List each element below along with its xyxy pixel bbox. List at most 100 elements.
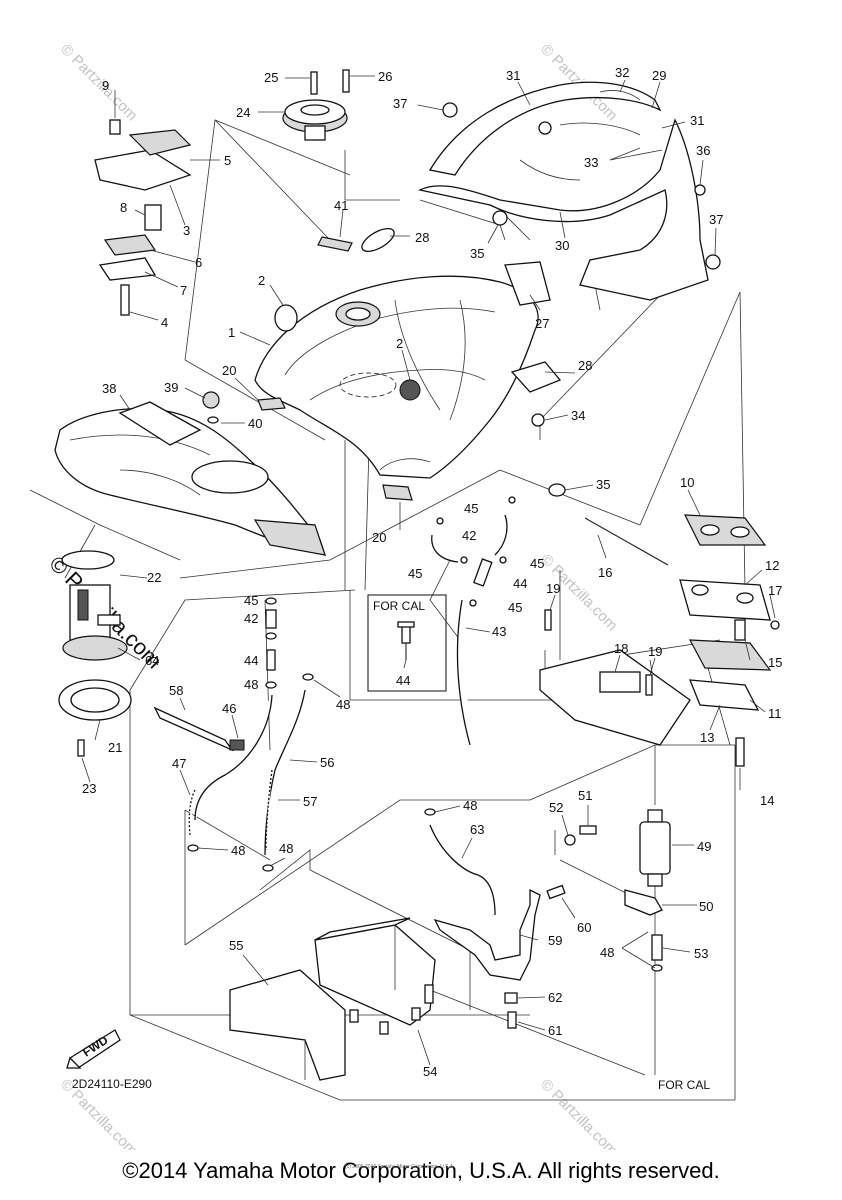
callout-34: 34 — [571, 408, 585, 423]
label-41 — [317, 236, 353, 252]
callout-59: 59 — [548, 933, 562, 948]
damper-35 — [492, 210, 508, 226]
callout-50: 50 — [699, 899, 713, 914]
callout-48: 48 — [600, 945, 614, 960]
callout-37: 37 — [393, 96, 407, 111]
callout-48: 48 — [231, 843, 245, 858]
callout-51: 51 — [578, 788, 592, 803]
callout-45: 45 — [244, 593, 258, 608]
bolt-51 — [579, 825, 597, 835]
label-27 — [504, 261, 551, 306]
hose-63 — [429, 824, 496, 916]
callout-64: 64 — [145, 653, 159, 668]
callout-5: 5 — [224, 153, 231, 168]
callout-6: 6 — [195, 255, 202, 270]
callout-53: 53 — [694, 946, 708, 961]
callout-14: 14 — [760, 793, 774, 808]
bolt-25 — [310, 71, 318, 95]
callout-32: 32 — [615, 65, 629, 80]
breather-hoses — [431, 496, 516, 746]
washer-52 — [564, 834, 576, 846]
watermark: © Partzilla.com — [57, 41, 140, 124]
callout-23: 23 — [82, 781, 96, 796]
callout-12: 12 — [765, 558, 779, 573]
collar-36 — [694, 184, 706, 196]
callout-48: 48 — [463, 798, 477, 813]
callout-30: 30 — [555, 238, 569, 253]
fuel-cap — [282, 99, 348, 141]
for-cal-inset: FOR CAL — [367, 594, 447, 692]
bolt-37-left — [442, 102, 458, 118]
canister-cover — [229, 969, 346, 1081]
callout-15: 15 — [768, 655, 782, 670]
callout-42: 42 — [462, 528, 476, 543]
callout-18: 18 — [614, 641, 628, 656]
bracket-assembly-right — [539, 514, 780, 767]
callout-37: 37 — [709, 212, 723, 227]
callout-9: 9 — [102, 78, 109, 93]
callout-1: 1 — [228, 325, 235, 340]
callout-11: 11 — [768, 706, 782, 721]
fwd-arrow: FWD — [66, 1029, 121, 1069]
collar-62 — [504, 992, 518, 1004]
callout-17: 17 — [768, 583, 782, 598]
fuel-filter — [639, 809, 671, 887]
callout-25: 25 — [264, 70, 278, 85]
bolt-61 — [507, 1011, 517, 1029]
callout-2: 2 — [258, 273, 265, 288]
parts-diagram: © Partzilla.com © Partzilla.com © Partzi… — [29, 41, 782, 1150]
clamp-50 — [624, 889, 663, 916]
bolt-23 — [77, 739, 85, 757]
callout-20: 20 — [222, 363, 236, 378]
callout-35: 35 — [470, 246, 484, 261]
leader-lines — [81, 75, 776, 1066]
clamp-48-mid — [424, 808, 436, 816]
callout-33: 33 — [584, 155, 598, 170]
fuel-tank-cover — [254, 275, 539, 479]
callout-44: 44 — [396, 673, 410, 688]
callout-20: 20 — [372, 530, 386, 545]
callout-4: 4 — [161, 315, 168, 330]
callout-35: 35 — [596, 477, 610, 492]
rear-rack — [418, 81, 709, 301]
callout-43: 43 — [492, 624, 506, 639]
callout-28: 28 — [415, 230, 429, 245]
sticker-28 — [361, 227, 395, 253]
bracket-59 — [433, 888, 541, 981]
callout-8: 8 — [120, 200, 127, 215]
callout-36: 36 — [696, 143, 710, 158]
callout-45: 45 — [408, 566, 422, 581]
for-cal-label: FOR CAL — [373, 599, 425, 613]
callout-28: 28 — [578, 358, 592, 373]
callout-7: 7 — [180, 283, 187, 298]
callout-48: 48 — [279, 841, 293, 856]
callout-10: 10 — [680, 475, 694, 490]
grommet-2 — [274, 304, 298, 332]
callout-45: 45 — [530, 556, 544, 571]
bolt-37-right — [705, 254, 721, 270]
callout-48: 48 — [244, 677, 258, 692]
callout-19: 19 — [546, 581, 560, 596]
callout-60: 60 — [577, 920, 591, 935]
callout-61: 61 — [548, 1023, 562, 1038]
hose-stack-left — [265, 597, 314, 689]
tiny-copyright: (c) 2005-2016 Yamaha Motor Corporation, … — [345, 1164, 455, 1170]
callout-39: 39 — [164, 380, 178, 395]
callout-26: 26 — [378, 69, 392, 84]
callout-56: 56 — [320, 755, 334, 770]
callout-31: 31 — [690, 113, 704, 128]
copyright-footer: ©2014 Yamaha Motor Corporation, U.S.A. A… — [122, 1158, 720, 1183]
bolt-60 — [546, 884, 566, 900]
callout-42: 42 — [244, 611, 258, 626]
callout-31: 31 — [506, 68, 520, 83]
callout-44: 44 — [244, 653, 258, 668]
label-28 — [510, 361, 562, 393]
fuel-tank — [54, 401, 326, 556]
callout-29: 29 — [652, 68, 666, 83]
callout-63: 63 — [470, 822, 484, 837]
callout-57: 57 — [303, 794, 317, 809]
drain-hoses — [153, 689, 306, 872]
damper-20-upper — [257, 397, 286, 411]
clamp-48-right — [651, 964, 663, 972]
callout-48: 48 — [336, 697, 350, 712]
